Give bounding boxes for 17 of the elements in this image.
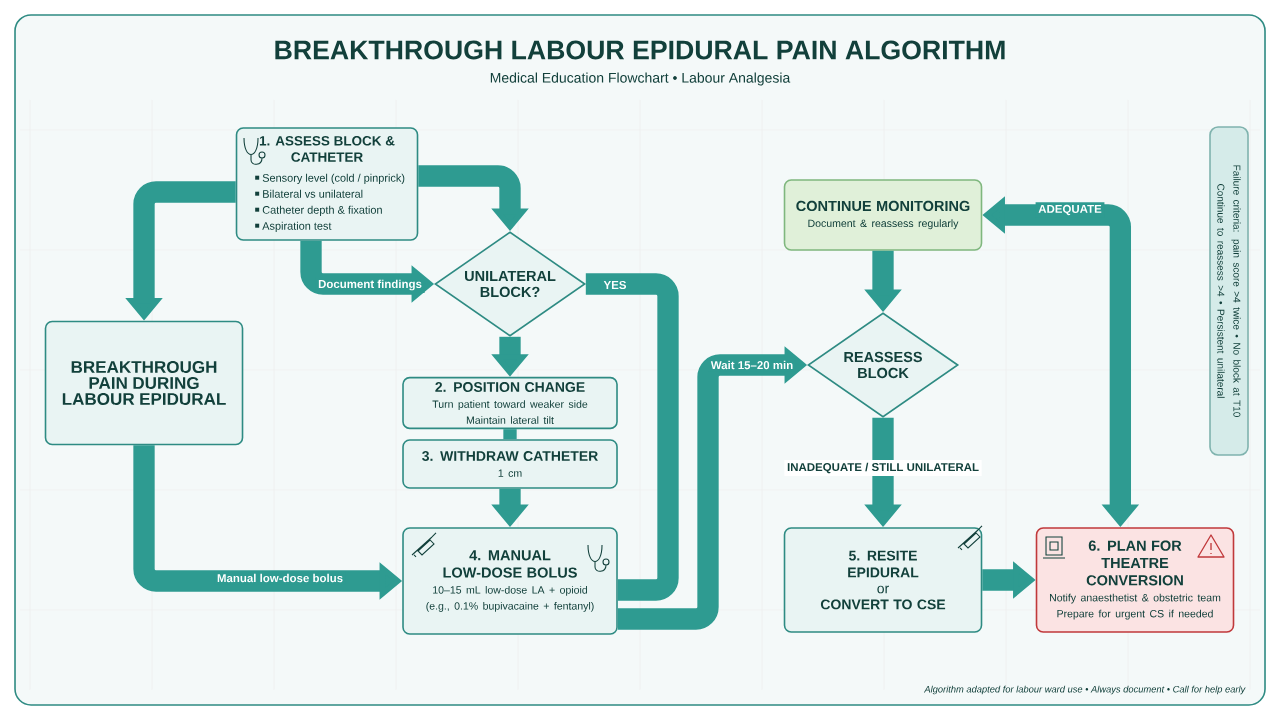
- process-box: 4. MANUAL LOW-DOSE BOLUS 10–15 mL low-dose LA + opioid (e.g., 0.1% bupivacaine + fentanyl): [402, 527, 618, 635]
- edge-label: INADEQUATE / STILL UNILATERAL: [784, 460, 982, 476]
- edge-label: YES: [600, 278, 630, 292]
- process-box: CONTINUE MONITORING Document & reassess regularly: [783, 179, 983, 251]
- process-box: BREAKTHROUGH PAIN DURING LABOUR EPIDURAL: [44, 320, 244, 446]
- edge-label: Manual low-dose bolus: [214, 571, 346, 585]
- subtitle: Medical Education Flowchart • Labour Analgesia: [490, 72, 791, 86]
- footer-note: Algorithm adapted for labour ward use • Always document • Call for help early: [923, 685, 1246, 695]
- process-box: 5. RESITE EPIDURAL or CONVERT TO CSE: [783, 527, 983, 633]
- process-box: 3. WITHDRAW CATHETER 1 cm: [402, 439, 618, 489]
- process-box: 6. PLAN FOR THEATRE CONVERSION Notify anaesthetist & obstetric team Prepare for urgent CS if needed: [1035, 527, 1235, 633]
- title: BREAKTHROUGH LABOUR EPIDURAL PAIN ALGORITHM: [275, 40, 1005, 60]
- edge-label: ADEQUATE: [1035, 202, 1105, 218]
- process-box: 1. ASSESS BLOCK & CATHETER Sensory level (cold / pinprick) Bilateral vs unilateral Catheter depth & fixation Aspiration test: [235, 127, 419, 241]
- process-box: 2. POSITION CHANGE Turn patient toward weaker side Maintain lateral tilt: [402, 376, 618, 430]
- note-box: Failure criteria: pain score >4 twice • No block at T10 Continue to reassess >4 • Persistent unilateral: [1209, 126, 1249, 456]
- edge-label: Wait 15–20 min: [708, 358, 796, 372]
